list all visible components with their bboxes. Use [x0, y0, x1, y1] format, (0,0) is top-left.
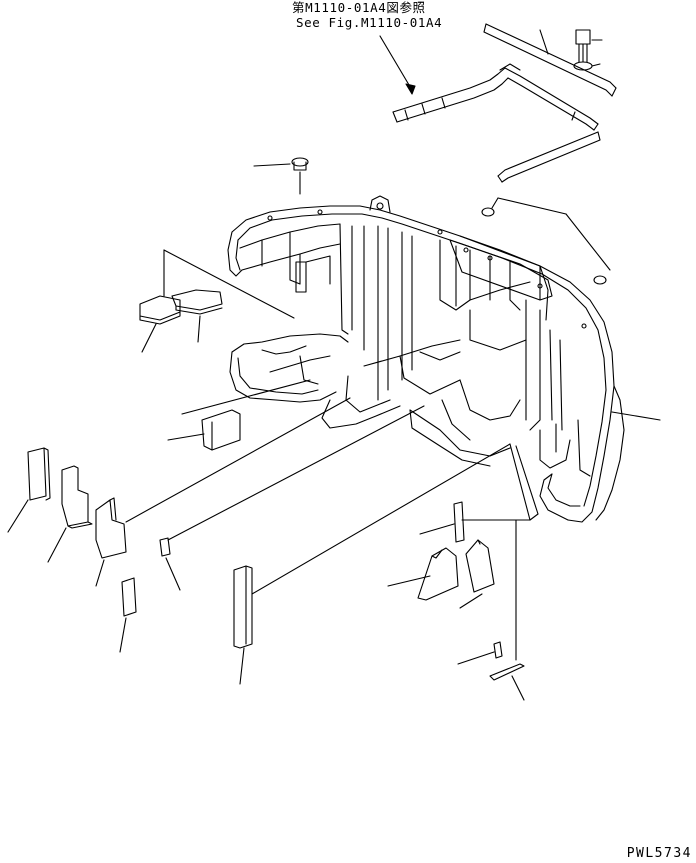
pads-left-column — [8, 398, 424, 652]
drawing-code-label: PWL5734 — [626, 846, 692, 861]
plug-top-left — [254, 158, 308, 194]
body-leader — [612, 412, 660, 420]
pads-right-lower — [388, 444, 538, 660]
pads-bottom-right — [458, 642, 524, 700]
bolt-and-washer — [574, 30, 602, 70]
pad-group-upper-left — [140, 250, 294, 352]
reference-arrow — [380, 36, 415, 94]
long-bar-pad — [234, 444, 510, 684]
reference-note-japanese: 第M1110-01A4図参照 — [292, 0, 426, 15]
pad-left-middle — [168, 380, 310, 450]
rear-cover-body — [228, 196, 624, 522]
clips-top-right — [482, 198, 610, 284]
reference-note-english: See Fig.M1110-01A4 — [296, 15, 443, 30]
top-frame-assembly — [393, 24, 616, 182]
